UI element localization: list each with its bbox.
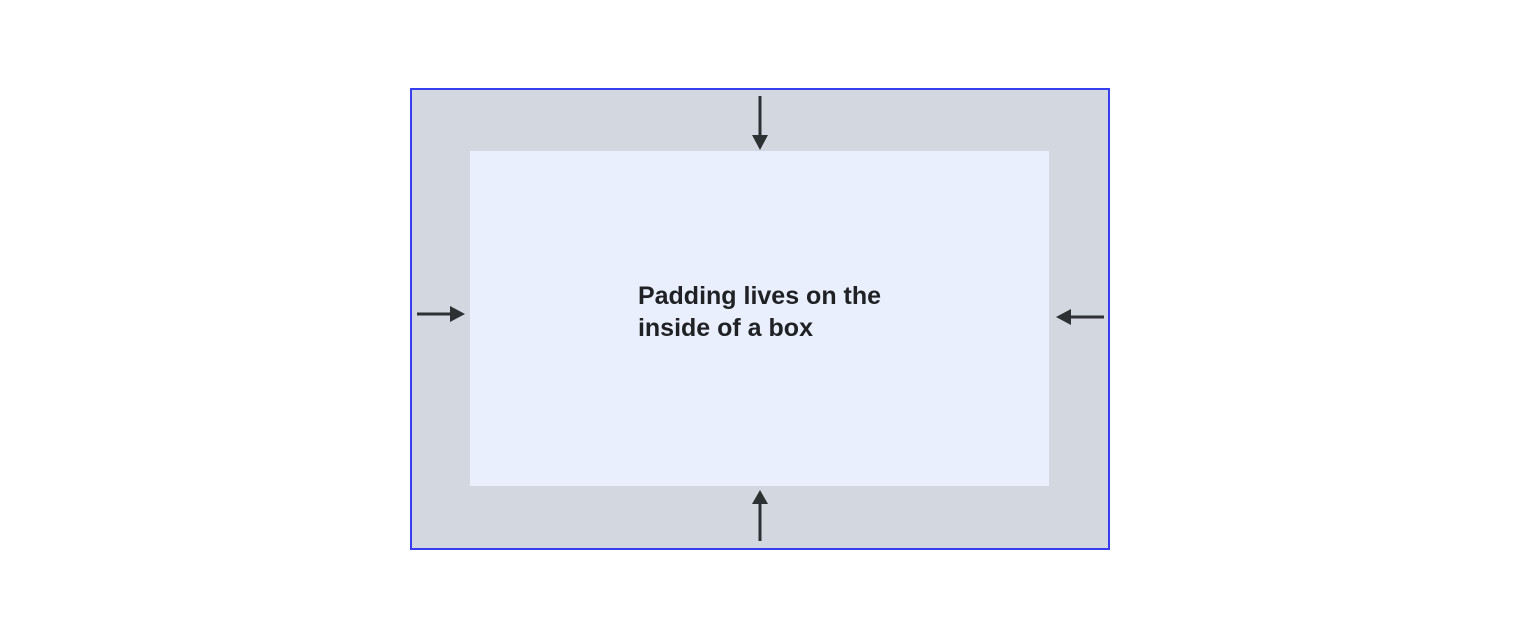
arrow-down-icon xyxy=(752,96,768,150)
padding-arrow-right xyxy=(1056,308,1104,326)
arrow-left-icon xyxy=(1056,309,1104,325)
padding-arrow-left xyxy=(417,305,465,323)
arrow-right-icon xyxy=(417,306,465,322)
padding-area-box: Padding lives on the inside of a box xyxy=(410,88,1110,550)
content-box: Padding lives on the inside of a box xyxy=(470,151,1049,486)
padding-caption: Padding lives on the inside of a box xyxy=(637,281,882,342)
padding-arrow-top xyxy=(751,96,769,150)
padding-arrow-bottom xyxy=(751,490,769,541)
arrow-up-icon xyxy=(752,490,768,541)
